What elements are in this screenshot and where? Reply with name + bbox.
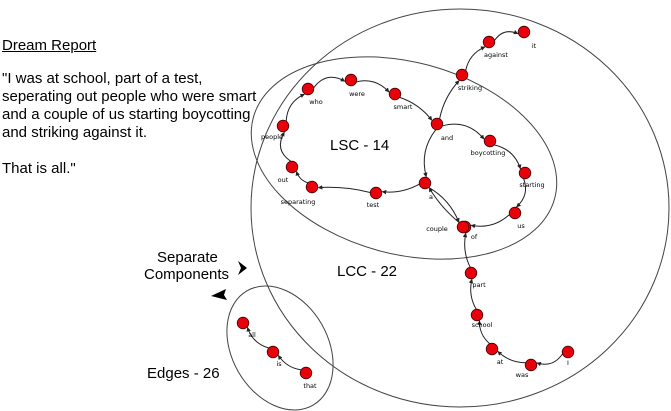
node-and — [430, 117, 444, 131]
lcc-label: LCC - 22 — [337, 263, 397, 280]
lcc-boundary — [250, 8, 670, 408]
pointer-arrow-left-icon — [211, 289, 227, 300]
node-i — [561, 345, 575, 359]
report-closing: That is all." — [2, 160, 76, 177]
node-was — [524, 358, 538, 372]
node-that — [299, 366, 313, 380]
node-label-test: test — [367, 201, 380, 209]
pointer-arrow-right-icon — [238, 261, 247, 275]
node-label-striking: striking — [458, 84, 482, 92]
node-label-who: who — [309, 98, 322, 106]
node-label-is: is — [276, 360, 282, 368]
edge-people-who — [285, 93, 305, 122]
node-a — [418, 176, 432, 190]
edge-striking-against — [465, 46, 486, 71]
node-people — [276, 119, 290, 133]
edge-starting-us — [516, 178, 527, 208]
edge-smart-and — [399, 96, 433, 121]
node-label-of: of — [471, 233, 478, 241]
edge-separating-out — [295, 171, 309, 184]
node-us — [508, 206, 522, 220]
edge-that-is — [277, 355, 302, 371]
node-striking — [455, 68, 469, 82]
lsc-label: LSC - 14 — [330, 137, 389, 154]
node-couple — [456, 220, 470, 234]
edge-is-all — [246, 326, 269, 349]
node-school — [470, 308, 484, 322]
report-text: "I was at school, part of a test, sepera… — [2, 70, 262, 178]
node-label-and: and — [441, 134, 453, 142]
node-who — [301, 82, 315, 96]
edge-layer — [246, 30, 563, 371]
node-all — [236, 316, 250, 330]
edge-was-at — [497, 351, 526, 364]
edge-a-test — [381, 183, 420, 195]
node-label-it: it — [532, 42, 537, 50]
node-boycotting — [483, 134, 497, 148]
node-label-school: school — [472, 321, 493, 329]
edge-and-striking — [439, 80, 460, 119]
node-label-all: all — [248, 331, 256, 339]
node-label-part: part — [472, 281, 486, 289]
edge-against-it — [494, 30, 519, 41]
edge-out-people — [279, 131, 292, 162]
edges-count-label: Edges - 26 — [147, 365, 220, 382]
edge-i-was — [536, 353, 563, 367]
edge-a-couple — [428, 186, 460, 223]
node-out — [285, 160, 299, 174]
node-label-boycotting: boycotting — [471, 149, 506, 157]
node-label-against: against — [484, 51, 508, 59]
node-label-out: out — [278, 176, 289, 184]
lsc-boundary — [250, 56, 558, 260]
node-label-was: was — [516, 371, 529, 379]
separate-component-boundary — [226, 285, 334, 411]
node-label-separating: separating — [281, 198, 316, 206]
edge-school-part — [468, 278, 477, 310]
node-part — [464, 266, 478, 280]
node-starting — [518, 166, 532, 180]
edge-were-smart — [356, 80, 390, 93]
edge-and-boycotting — [442, 123, 485, 140]
node-smart — [388, 87, 402, 101]
node-label-that: that — [303, 382, 317, 390]
node-label-at: at — [497, 358, 504, 366]
node-label-people: people — [261, 133, 283, 141]
node-label-a: a — [429, 193, 433, 201]
edge-test-separating — [317, 185, 371, 193]
node-is — [266, 345, 280, 359]
node-at — [485, 342, 499, 356]
edge-boycotting-starting — [494, 144, 522, 170]
edge-at-school — [477, 320, 491, 345]
separate-label-line2: Components — [144, 266, 229, 283]
node-against — [482, 35, 496, 49]
node-label-starting: starting — [519, 181, 544, 189]
node-test — [369, 186, 383, 200]
edge-who-were — [313, 76, 346, 89]
node-it — [517, 25, 531, 39]
node-separating — [305, 180, 319, 194]
separate-label-line1: Separate — [157, 249, 218, 266]
edge-part-of — [462, 232, 471, 268]
node-label-us: us — [517, 222, 525, 230]
node-were — [344, 73, 358, 87]
report-title: Dream Report — [2, 37, 97, 54]
report-quote: "I was at school, part of a test, sepera… — [2, 70, 257, 141]
edge-and-a — [423, 129, 437, 178]
node-label-were: were — [349, 90, 365, 98]
node-label-i: I — [567, 359, 569, 367]
node-label-smart: smart — [394, 103, 413, 111]
node-label-couple: couple — [426, 225, 448, 233]
edge-couple-a — [428, 187, 460, 223]
edge-us-of — [470, 214, 510, 229]
